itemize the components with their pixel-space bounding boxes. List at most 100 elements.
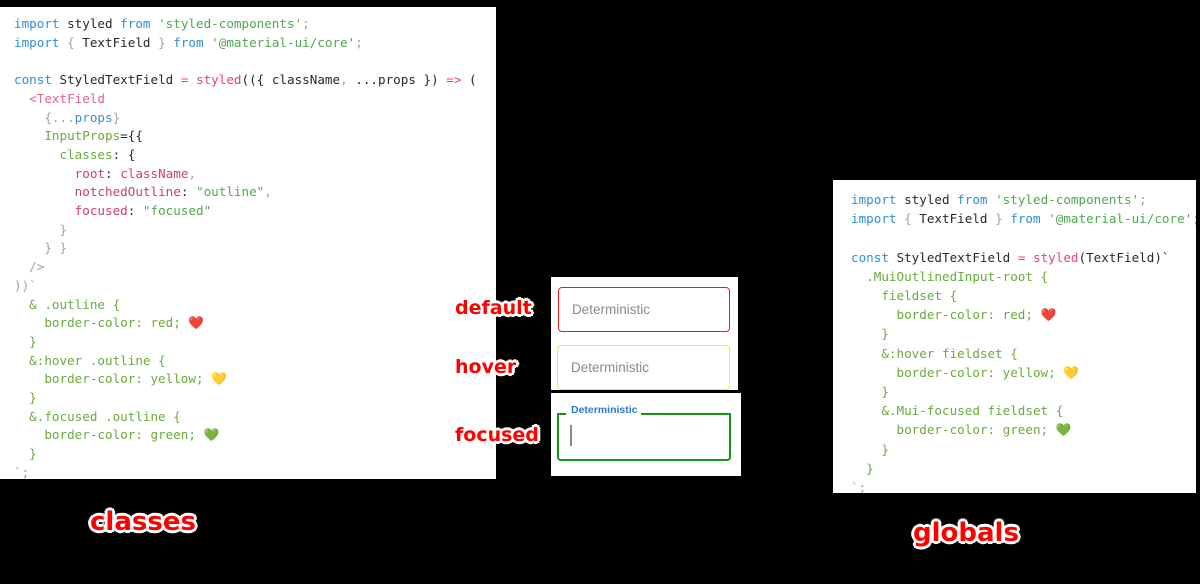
code-token: root	[74, 165, 106, 181]
code-block-classes: import styled from 'styled-components';i…	[14, 15, 496, 479]
textfield-focused-label: Deterministic	[568, 404, 641, 416]
globals-code-line-3: const StyledTextField = styled(TextField…	[851, 248, 1196, 267]
code-token: border-color: red;	[851, 307, 1041, 323]
code-token: : {	[112, 146, 136, 162]
globals-code-line-15: `;	[851, 478, 1196, 493]
code-token: border-color: yellow;	[851, 364, 1064, 380]
code-token: className	[120, 165, 189, 181]
code-token: `;	[851, 480, 867, 493]
code-token: &.Mui-focused fieldset {	[851, 403, 1064, 419]
code-token: const	[14, 72, 60, 88]
code-token: from	[957, 192, 996, 207]
textfield-default[interactable]: Deterministic	[558, 287, 730, 332]
code-token: ,	[340, 72, 356, 88]
classes-code-line-4: <TextField	[14, 90, 496, 109]
textfield-hover[interactable]: Deterministic	[557, 345, 730, 390]
classes-code-line-10: focused: "focused"	[14, 202, 496, 221]
code-token: } }	[14, 240, 68, 256]
code-token: 💚	[203, 427, 220, 443]
globals-code-line-1: import { TextField } from '@material-ui/…	[851, 209, 1196, 228]
globals-code-line-13: }	[851, 440, 1196, 459]
code-token: "outline"	[196, 184, 265, 200]
code-token: ...props	[355, 72, 416, 88]
code-token: )`	[1154, 249, 1170, 265]
code-panel-globals: import styled from 'styled-components';i…	[833, 180, 1196, 493]
code-token: import	[851, 211, 905, 227]
classes-code-line-21: &.focused .outline {	[14, 408, 496, 427]
code-token: className	[271, 72, 341, 88]
code-token: 'styled-components'	[158, 16, 303, 31]
code-token: focused	[74, 203, 128, 219]
classes-code-line-3: const StyledTextField = styled(({ classN…	[14, 71, 496, 90]
code-token: ;	[1139, 192, 1147, 207]
code-token: }	[851, 326, 889, 342]
code-token: StyledTextField	[896, 249, 1018, 265]
code-token: (	[469, 72, 477, 88]
annotation-focused: focused	[455, 424, 539, 446]
code-token: })	[415, 72, 447, 88]
classes-code-line-2	[14, 52, 496, 71]
code-token: }	[14, 390, 37, 406]
code-token: StyledTextField	[59, 72, 181, 88]
textfield-default-value: Deterministic	[572, 302, 651, 317]
code-token: '@material-ui/core'	[211, 34, 356, 50]
code-token: (({	[241, 72, 272, 88]
code-token: import	[851, 192, 905, 207]
code-token: 💛	[1063, 364, 1079, 380]
classes-code-line-20: }	[14, 389, 496, 408]
code-token	[14, 166, 75, 181]
classes-code-line-11: }	[14, 221, 496, 240]
code-token: border-color: green;	[851, 422, 1056, 438]
code-token: ❤️	[188, 315, 205, 331]
code-token: =>	[446, 72, 470, 88]
code-token: {	[904, 211, 920, 227]
code-token	[14, 184, 75, 199]
classes-code-line-17: }	[14, 333, 496, 352]
code-token	[14, 203, 75, 218]
code-token: }	[851, 384, 889, 400]
classes-code-line-18: &:hover .outline {	[14, 352, 496, 371]
code-token: }	[851, 460, 874, 476]
code-token: import	[14, 16, 68, 31]
globals-code-line-0: import styled from 'styled-components';	[851, 190, 1196, 209]
classes-code-line-9: notchedOutline: "outline",	[14, 183, 496, 202]
text-caret	[570, 425, 572, 446]
classes-code-line-12: } }	[14, 239, 496, 258]
globals-code-line-11: &.Mui-focused fieldset {	[851, 401, 1196, 420]
classes-code-line-0: import styled from 'styled-components';	[14, 15, 496, 34]
globals-code-line-8: &:hover fieldset {	[851, 344, 1196, 363]
classes-code-line-15: & .outline {	[14, 296, 496, 315]
code-token: ;	[355, 34, 363, 50]
code-token: {...	[14, 109, 75, 125]
classes-code-line-16: border-color: red; ❤️	[14, 314, 496, 333]
code-token: from	[1010, 211, 1049, 227]
code-token: =	[180, 72, 196, 88]
code-token: {	[67, 34, 83, 50]
code-token: `;	[14, 464, 30, 479]
code-token	[14, 128, 44, 143]
globals-code-line-4: .MuiOutlinedInput-root {	[851, 267, 1196, 286]
code-token: }	[14, 221, 68, 237]
code-token: }	[14, 446, 37, 462]
code-token: :	[105, 165, 121, 181]
code-token: .MuiOutlinedInput-root {	[851, 268, 1049, 284]
code-token: ❤️	[1040, 307, 1057, 323]
code-block-globals: import styled from 'styled-components';i…	[851, 190, 1196, 493]
classes-code-line-8: root: className,	[14, 165, 496, 184]
code-token: border-color: red;	[14, 315, 189, 331]
code-token: '@material-ui/core'	[1048, 211, 1193, 227]
classes-code-line-22: border-color: green; 💚	[14, 426, 496, 445]
code-token: }	[987, 211, 1011, 227]
textfield-hover-value: Deterministic	[571, 360, 650, 375]
code-token: ,	[188, 165, 197, 181]
globals-code-line-10: }	[851, 382, 1196, 401]
code-token: <TextField	[14, 90, 105, 106]
code-token: ,	[264, 184, 272, 200]
code-token: :	[180, 184, 196, 200]
code-token: ))`	[14, 277, 37, 293]
classes-code-line-7: classes: {	[14, 146, 496, 165]
textfield-focused[interactable]	[557, 412, 731, 461]
code-token: &:hover .outline {	[14, 352, 166, 368]
code-token: }	[150, 34, 174, 50]
code-token: }	[112, 109, 121, 125]
